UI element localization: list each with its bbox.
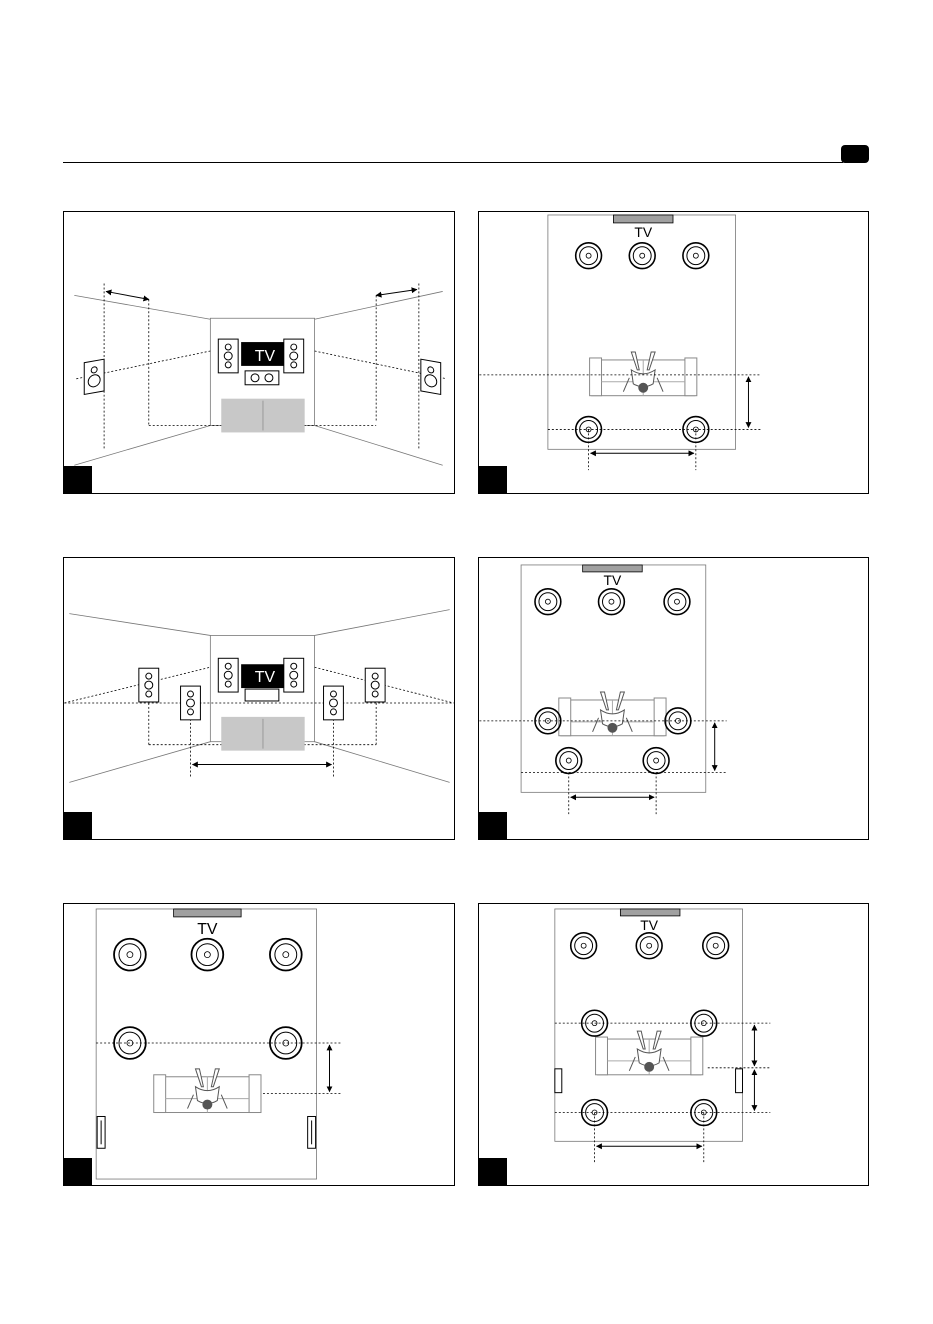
diagram-panel-3: TV — [63, 557, 455, 840]
diagram-panel-2: TV — [478, 211, 869, 494]
tv-label: TV — [197, 921, 218, 938]
tv-label: TV — [255, 348, 276, 365]
panel-number-badge — [64, 812, 92, 839]
diagram-panel-1: TV — [63, 211, 455, 494]
panel-number-badge — [479, 812, 507, 839]
panel-number-badge — [479, 466, 507, 493]
tv-label: TV — [634, 224, 652, 240]
diagram-panel-4: TV — [478, 557, 869, 840]
tv-label: TV — [640, 917, 658, 933]
panel-number-badge — [479, 1158, 507, 1185]
tv-label: TV — [604, 572, 622, 588]
panel-number-badge — [64, 466, 92, 493]
header-rule — [63, 162, 843, 163]
page-tab-marker — [841, 145, 869, 163]
diagram-panel-6: TV — [478, 903, 869, 1186]
panel-number-badge — [64, 1158, 92, 1185]
tv-label: TV — [255, 669, 276, 686]
diagram-panel-5: TV — [63, 903, 455, 1186]
